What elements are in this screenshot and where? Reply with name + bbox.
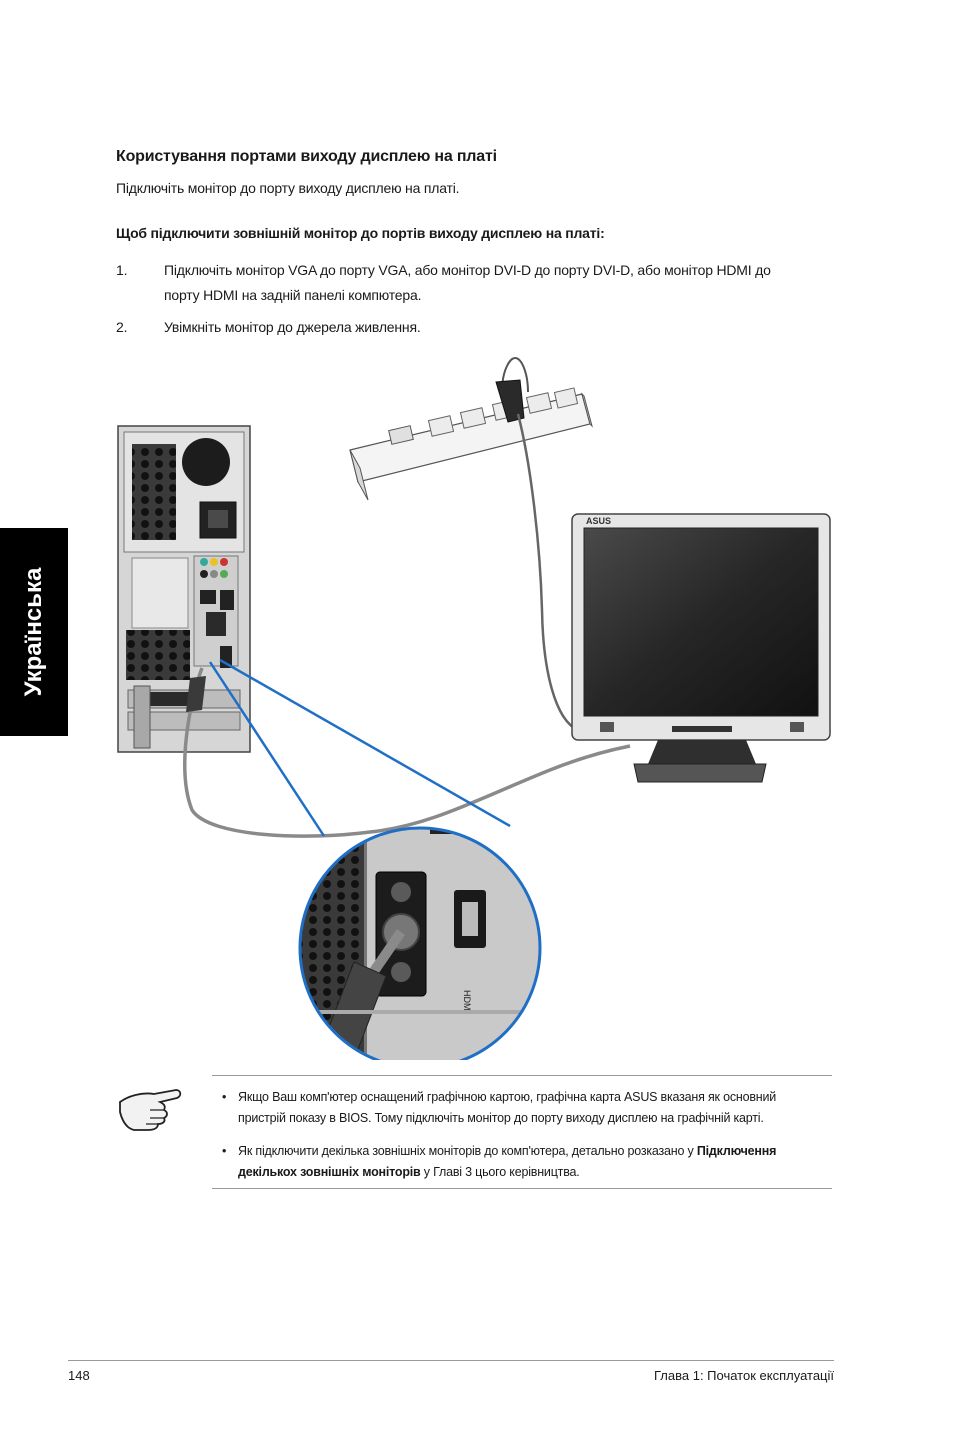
note-item: • Якщо Ваш комп'ютер оснащений графічною… (222, 1087, 822, 1129)
language-tab: Українська (0, 528, 68, 736)
pc-tower-back (117, 425, 251, 753)
zoom-callout-lines (208, 658, 511, 837)
pointing-hand-icon (119, 1089, 182, 1131)
chapter-title: Глава 1: Початок експлуатації (654, 1368, 834, 1383)
monitor-brand-label: ASUS (586, 516, 611, 526)
step-text: Підключіть монітор VGA до порту VGA, або… (164, 262, 771, 278)
section-title: Користування портами виходу дисплею на п… (116, 148, 497, 165)
note-line: декількох зовнішніх моніторів у Главі 3 … (238, 1165, 580, 1179)
note-line: Як підключити декілька зовнішніх монітор… (238, 1144, 777, 1158)
step-text: порту HDMI на задній панелі компютера. (164, 287, 422, 303)
section-intro: Підключіть монітор до порту виходу диспл… (116, 180, 460, 196)
language-tab-label: Українська (20, 567, 47, 697)
power-cable (495, 356, 579, 732)
page-number: 148 (68, 1368, 90, 1383)
note-top-rule (212, 1075, 832, 1076)
note-bottom-rule (212, 1188, 832, 1189)
lcd-monitor: ASUS (571, 513, 831, 783)
note-item: • Як підключити декілька зовнішніх моніт… (222, 1141, 822, 1183)
hdmi-port-label: HDMI (462, 990, 472, 1013)
note-line: Якщо Ваш комп'ютер оснащений графічною к… (238, 1090, 777, 1104)
step-text: Увімкніть монітор до джерела живлення. (164, 319, 421, 335)
vga-port-zoom: HDMI (298, 826, 542, 1060)
note-line: пристрій показу в BIOS. Тому підключіть … (238, 1111, 764, 1125)
procedure-title: Щоб підключити зовнішній монітор до порт… (116, 225, 605, 241)
vga-cable (183, 667, 631, 838)
footer-rule (68, 1360, 834, 1361)
power-strip (349, 387, 593, 501)
step-number: 1. (116, 262, 128, 278)
connection-illustration: ASUS HDMI (117, 356, 831, 1060)
step-number: 2. (116, 319, 128, 335)
